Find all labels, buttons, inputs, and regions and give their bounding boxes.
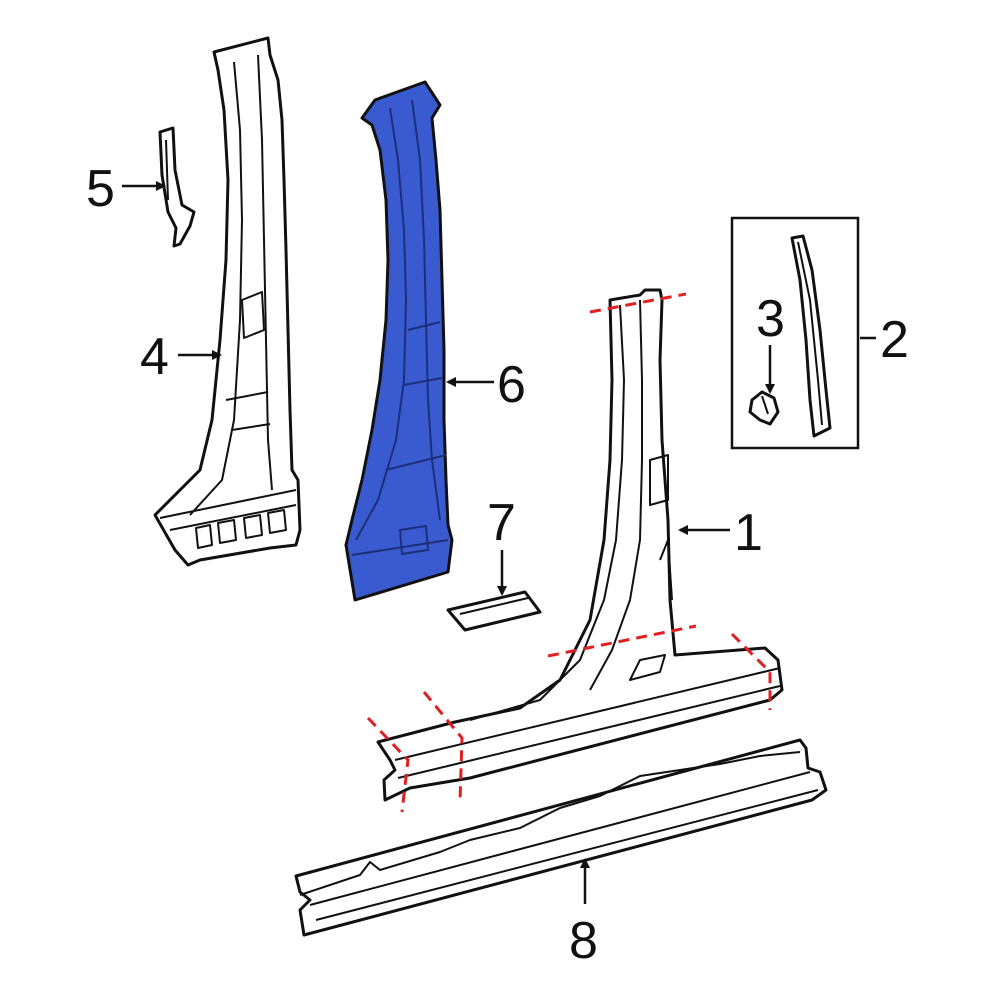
part-1-center-pillar-assembly[interactable]	[376, 288, 784, 802]
callout-5: 5	[86, 160, 115, 218]
callouts: 1 2 3 4 5 6 7 8	[86, 160, 909, 970]
part-5-bracket[interactable]	[158, 126, 196, 248]
part-2-molding[interactable]	[790, 234, 832, 438]
part-7-plate[interactable]	[446, 590, 542, 632]
callout-3: 3	[756, 290, 785, 348]
callout-8: 8	[569, 912, 598, 970]
callout-7: 7	[487, 494, 516, 552]
callout-4: 4	[140, 328, 169, 386]
part-4-pillar-outer[interactable]	[153, 36, 302, 567]
part-3-clip[interactable]	[748, 390, 780, 426]
leader-lines	[122, 181, 876, 904]
part-2-kit-box	[730, 216, 860, 450]
callout-2: 2	[880, 311, 909, 369]
cut-line-left-sill-a	[366, 716, 410, 813]
cut-line-pillar-top	[589, 292, 687, 314]
cut-line-right-sill	[730, 632, 772, 710]
cut-line-left-sill-b	[422, 691, 464, 803]
part-8-rocker-panel[interactable]	[294, 738, 828, 937]
callout-6: 6	[497, 356, 526, 414]
part-6-pillar-reinforcement[interactable]	[344, 80, 454, 602]
callout-1: 1	[734, 504, 763, 562]
cut-lines	[366, 292, 772, 813]
cut-line-pillar-base	[547, 624, 697, 658]
